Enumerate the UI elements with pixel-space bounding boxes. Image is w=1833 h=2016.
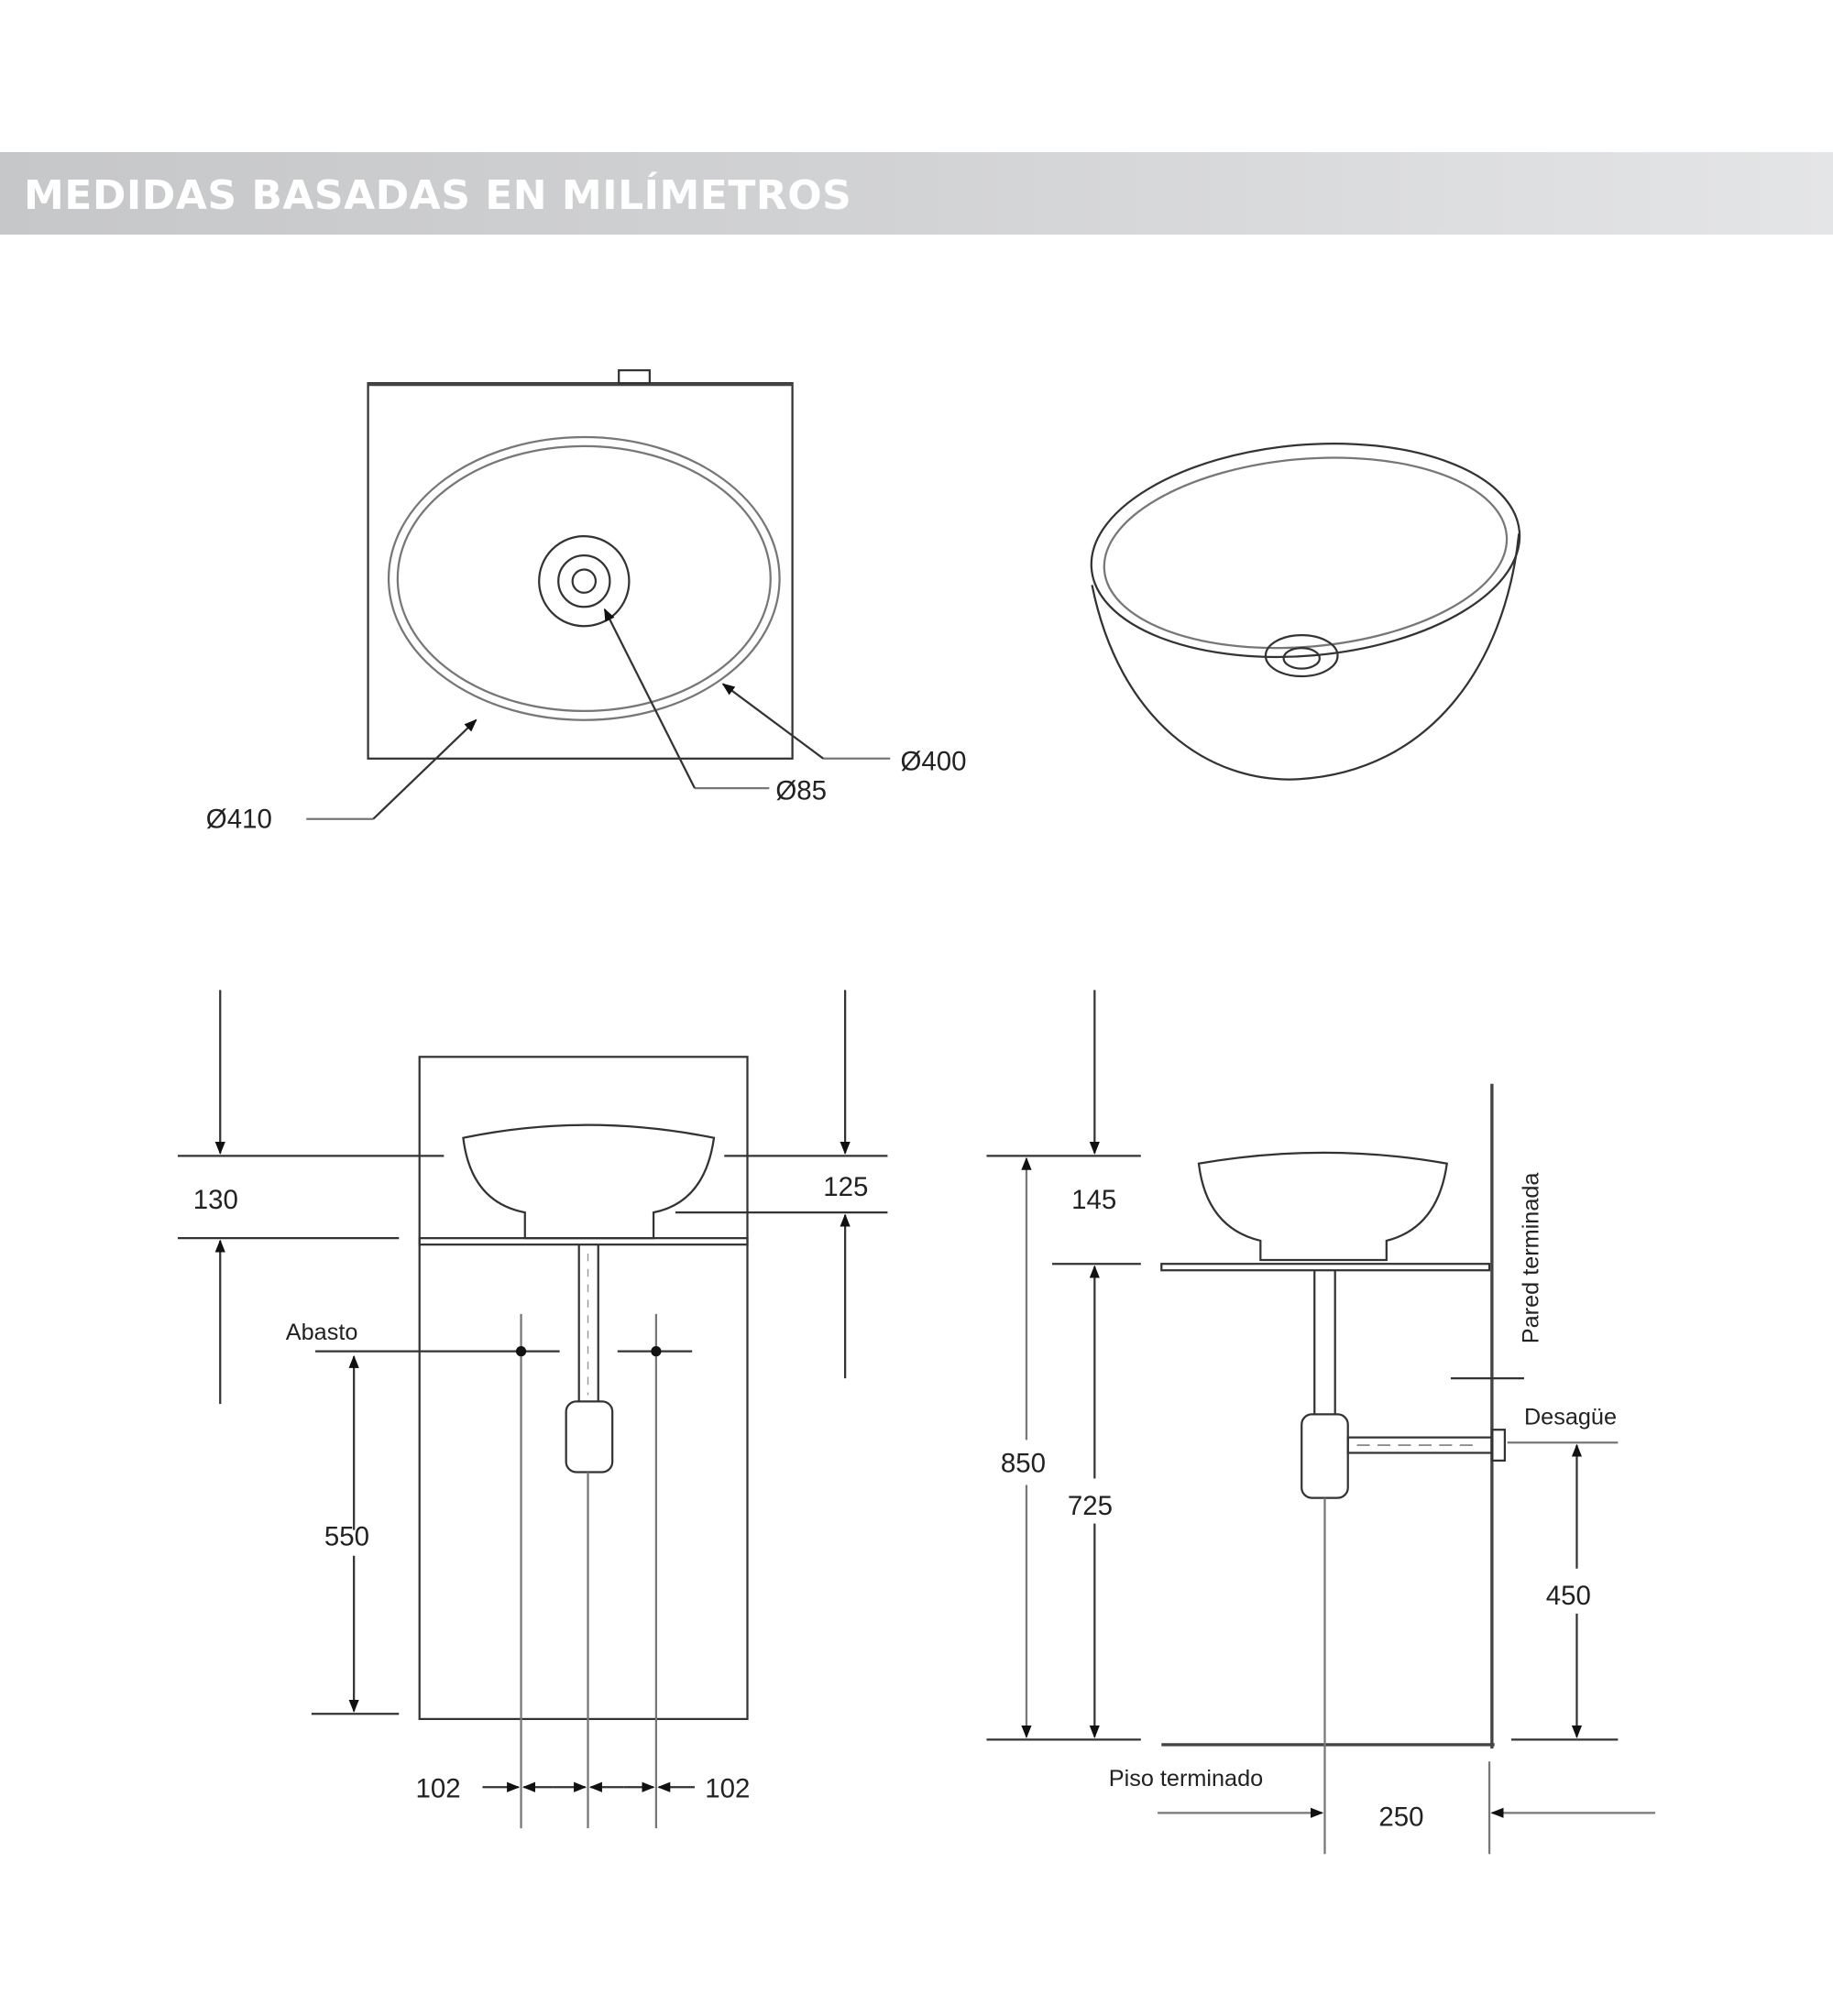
- height-725-label: 725: [1068, 1491, 1113, 1521]
- faucet-tab: [618, 368, 651, 385]
- height-145-label: 145: [1071, 1185, 1116, 1215]
- supply-point-left: [515, 1346, 527, 1357]
- drain-outer: [538, 534, 631, 628]
- basin-inner-rim: [396, 444, 772, 713]
- p-trap: [1301, 1413, 1349, 1499]
- height-130-label: 130: [193, 1185, 238, 1215]
- wall-distance-250-label: 250: [1378, 1802, 1423, 1832]
- wall-label: Pared terminada: [1518, 1172, 1543, 1344]
- drain-height-450-label: 450: [1546, 1581, 1591, 1611]
- supply-label: Abasto: [286, 1320, 358, 1345]
- basin: [462, 1123, 716, 1240]
- p-trap: [565, 1400, 614, 1474]
- height-850-label: 850: [1001, 1449, 1046, 1479]
- basin: [1197, 1151, 1449, 1262]
- side-view: Pared terminada 850 145 725 Desagüe 450 …: [986, 990, 1656, 1855]
- diameter-85-label: Ø85: [775, 776, 827, 806]
- drain-icon: [1264, 633, 1339, 678]
- basin-outer-rim: [387, 435, 781, 721]
- diameter-400-label: Ø400: [900, 746, 966, 776]
- diameter-410-label: Ø410: [206, 805, 272, 835]
- height-125-label: 125: [823, 1172, 868, 1202]
- front-view: 130 125 Abasto 550 102 102: [177, 990, 888, 1829]
- top-view: Ø410 Ø85 Ø400: [206, 368, 967, 835]
- bowl-perspective-view: [1090, 442, 1521, 781]
- page-title: MEDIDAS BASADAS EN MILÍMETROS: [24, 172, 852, 219]
- offset-102-left-label: 102: [416, 1773, 461, 1803]
- supply-point-right: [651, 1346, 662, 1357]
- offset-102-right-label: 102: [705, 1773, 750, 1803]
- header-bar: MEDIDAS BASADAS EN MILÍMETROS: [0, 152, 1833, 235]
- countertop: [1160, 1263, 1491, 1272]
- supply-height-550-label: 550: [324, 1521, 369, 1551]
- floor-label: Piso terminado: [1109, 1766, 1263, 1791]
- drain-label: Desagüe: [1524, 1405, 1617, 1430]
